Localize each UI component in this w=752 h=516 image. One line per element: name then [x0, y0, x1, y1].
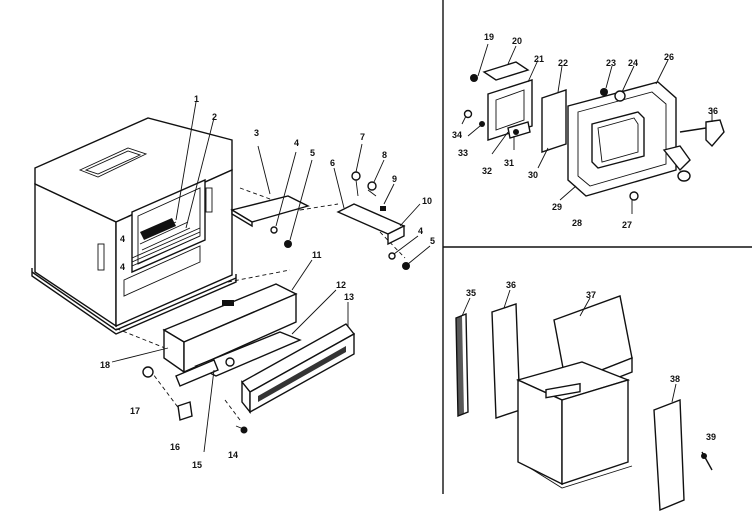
- label-21: 21: [534, 54, 544, 64]
- label-5a: 5: [310, 148, 315, 158]
- label-9: 9: [392, 174, 397, 184]
- label-1: 1: [194, 94, 199, 104]
- label-34: 34: [452, 130, 462, 140]
- parts-15-18: [111, 347, 219, 453]
- label-35: 35: [466, 288, 476, 298]
- parts-7-8-9-fasteners: [351, 143, 395, 211]
- label-26a: 26: [664, 52, 674, 62]
- label-16: 16: [170, 442, 180, 452]
- label-23: 23: [606, 58, 616, 68]
- heater-cabinet: 4 4: [31, 117, 237, 335]
- label-11: 11: [312, 250, 322, 260]
- door-assembly-labels: 19 20 21 22 23 24 26 36 34 33 32 31 30 2…: [452, 32, 718, 230]
- label-12: 12: [336, 280, 346, 290]
- label-20: 20: [512, 36, 522, 46]
- part-14-screw: [235, 425, 248, 434]
- label-27: 27: [622, 220, 632, 230]
- label-33: 33: [458, 148, 468, 158]
- part-3-plate: [230, 145, 310, 228]
- label-29: 29: [552, 202, 562, 212]
- label-28: 28: [572, 218, 582, 228]
- label-10: 10: [422, 196, 432, 206]
- label-24: 24: [628, 58, 638, 68]
- label-17: 17: [130, 406, 140, 416]
- label-6a: 6: [330, 158, 335, 168]
- part-13-grille: [240, 302, 356, 414]
- part-11-blower-housing: [162, 259, 313, 374]
- label-4a: 4: [294, 138, 299, 148]
- label-5b: 5: [430, 236, 435, 246]
- label-2: 2: [212, 112, 217, 122]
- label-13: 13: [344, 292, 354, 302]
- leaders-1-2: [175, 101, 215, 229]
- shield-assembly-labels: 35 36 37 38 39: [466, 280, 716, 442]
- label-7: 7: [360, 132, 365, 142]
- label-30: 30: [528, 170, 538, 180]
- label-22: 22: [558, 58, 568, 68]
- label-18: 18: [100, 360, 110, 370]
- label-36b: 36: [506, 280, 516, 290]
- panel-dividers: [442, 0, 752, 494]
- parts-4b-5b-screws: [388, 235, 431, 270]
- label-31: 31: [504, 158, 514, 168]
- label-38: 38: [670, 374, 680, 384]
- label-37: 37: [586, 290, 596, 300]
- label-32: 32: [482, 166, 492, 176]
- shield-assembly: [455, 289, 713, 512]
- part-10-bracket: [333, 167, 421, 246]
- label-8: 8: [382, 150, 387, 160]
- left-panel-labels: 1 2 3 4 5 6 7 8 9 10 4 5 11 12 13 14 15 …: [100, 94, 435, 470]
- label-19: 19: [484, 32, 494, 42]
- label-4b: 4: [418, 226, 423, 236]
- assembly-lines: [109, 187, 406, 421]
- svg-text:4: 4: [120, 262, 125, 272]
- label-39: 39: [706, 432, 716, 442]
- parts-4-5-fasteners: [270, 151, 313, 248]
- label-3: 3: [254, 128, 259, 138]
- label-36a: 36: [708, 106, 718, 116]
- label-15: 15: [192, 460, 202, 470]
- svg-text:4: 4: [120, 234, 125, 244]
- label-14: 14: [228, 450, 238, 460]
- door-assembly: [461, 43, 725, 214]
